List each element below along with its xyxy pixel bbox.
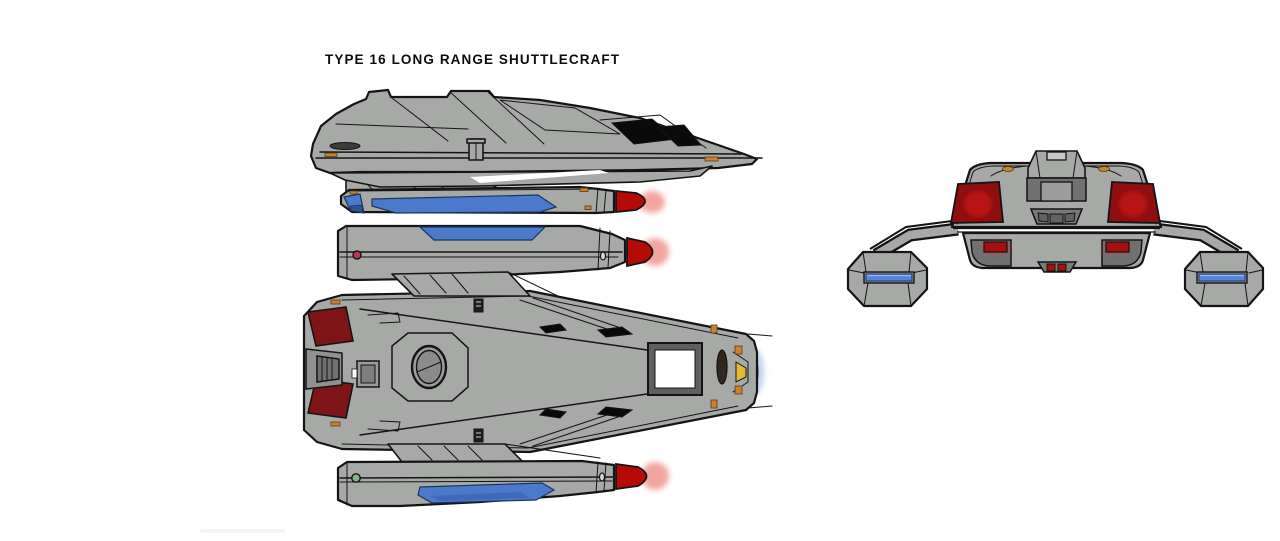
accent-marker bbox=[710, 324, 718, 334]
aft-light-red bbox=[1105, 241, 1130, 253]
accent-marker bbox=[584, 205, 592, 210]
pylon-arm bbox=[1153, 224, 1239, 259]
hatch-seam bbox=[416, 361, 442, 373]
pylon-arm bbox=[873, 224, 959, 259]
dorsal-hatch-inner bbox=[360, 364, 376, 384]
black-vent-mark bbox=[538, 323, 568, 334]
aft-thruster bbox=[329, 142, 361, 150]
pylon-shadow-lines bbox=[519, 297, 619, 447]
dorsal-hull bbox=[302, 289, 759, 454]
accent-marker bbox=[710, 399, 718, 409]
accent-marker bbox=[734, 385, 743, 395]
impulse-vent bbox=[316, 355, 340, 383]
forward-window-top bbox=[716, 349, 728, 385]
hatch-header bbox=[466, 138, 486, 144]
accent-marker bbox=[324, 152, 338, 157]
nacelle-seams bbox=[337, 226, 619, 281]
nacelle-seams bbox=[348, 187, 607, 214]
ventral-pylon bbox=[387, 443, 524, 463]
aft-red-panel bbox=[307, 306, 354, 347]
skylight-white bbox=[654, 349, 696, 389]
vent-slats bbox=[321, 356, 333, 382]
housing-center-panel bbox=[1040, 181, 1073, 202]
warp-grille bbox=[371, 194, 558, 214]
edge-vent bbox=[473, 298, 484, 313]
engine-cap bbox=[615, 190, 646, 213]
vent-port bbox=[599, 251, 607, 261]
window-frame-line bbox=[599, 114, 707, 149]
diagram-title: TYPE 16 LONG RANGE SHUTTLECRAFT bbox=[325, 52, 621, 67]
hull-white-stripe bbox=[470, 170, 609, 183]
edge-vent bbox=[473, 428, 484, 443]
accent-marker bbox=[734, 345, 743, 355]
pylon-hatching bbox=[417, 443, 601, 461]
panel-diagonals bbox=[359, 308, 655, 436]
warp-grille-top bbox=[418, 226, 547, 241]
accent-marker bbox=[1002, 166, 1014, 172]
side-view-drawing bbox=[309, 88, 763, 215]
keel-detail bbox=[1036, 261, 1078, 273]
nose-whisker-lines bbox=[747, 333, 773, 409]
engine-glow bbox=[639, 191, 665, 213]
grille-shading bbox=[430, 492, 530, 501]
accent-marker bbox=[1098, 166, 1110, 172]
nacelle-stripe-blue bbox=[865, 273, 913, 282]
formation-light-green bbox=[351, 473, 361, 483]
aft-vent-band bbox=[1029, 208, 1084, 225]
mid-seam bbox=[339, 476, 615, 479]
impulse-panel-right bbox=[1107, 181, 1162, 224]
vent-port bbox=[598, 472, 606, 482]
accent-marker bbox=[704, 156, 719, 162]
pylon-hatching bbox=[403, 271, 561, 298]
aft-red-panel bbox=[307, 378, 354, 419]
aft-light-red bbox=[983, 241, 1008, 253]
top-view-drawing bbox=[302, 289, 773, 454]
accent-marker bbox=[349, 190, 358, 195]
black-vent-mark bbox=[538, 408, 568, 419]
roof-panel-lines bbox=[335, 91, 545, 145]
paper-smudge bbox=[200, 529, 285, 533]
hatch-latch bbox=[351, 368, 358, 379]
pylon-arm-top-line bbox=[1155, 219, 1243, 250]
nacelle-outboard-profile bbox=[336, 443, 669, 508]
lower-corner-panel-left bbox=[970, 239, 1012, 267]
accent-marker bbox=[579, 187, 589, 192]
engine-cap bbox=[626, 236, 654, 268]
accent-marker bbox=[330, 299, 341, 305]
nacelle-stripe-blue bbox=[1198, 273, 1246, 282]
engine-cap bbox=[615, 462, 648, 491]
housing-top-vent bbox=[1046, 151, 1067, 161]
nacelle-cross-section-right bbox=[1183, 250, 1265, 308]
hatch-surround bbox=[391, 332, 469, 402]
black-vent-mark bbox=[596, 326, 634, 338]
nacelle-cross-section-left bbox=[846, 250, 929, 308]
dorsal-housing bbox=[1026, 150, 1087, 202]
sensor-yellow bbox=[735, 361, 747, 383]
keel-light-red bbox=[1046, 263, 1056, 272]
impulse-panel-left bbox=[949, 181, 1004, 224]
bussard-lower bbox=[349, 204, 364, 213]
engine-glow bbox=[641, 462, 669, 490]
lower-corner-panel-right bbox=[1101, 239, 1143, 267]
nacelle-inboard-profile bbox=[336, 224, 669, 282]
keel-light-red bbox=[1057, 263, 1067, 272]
black-vent-mark bbox=[596, 406, 634, 418]
formation-light-pink bbox=[352, 250, 362, 260]
pylon-arm-top-line bbox=[869, 219, 957, 250]
roof-panel bbox=[499, 99, 621, 135]
accent-marker bbox=[330, 421, 341, 427]
rear-view-drawing bbox=[846, 150, 1265, 308]
chevron-marks bbox=[367, 312, 401, 432]
rub-rail-lines bbox=[315, 151, 763, 159]
